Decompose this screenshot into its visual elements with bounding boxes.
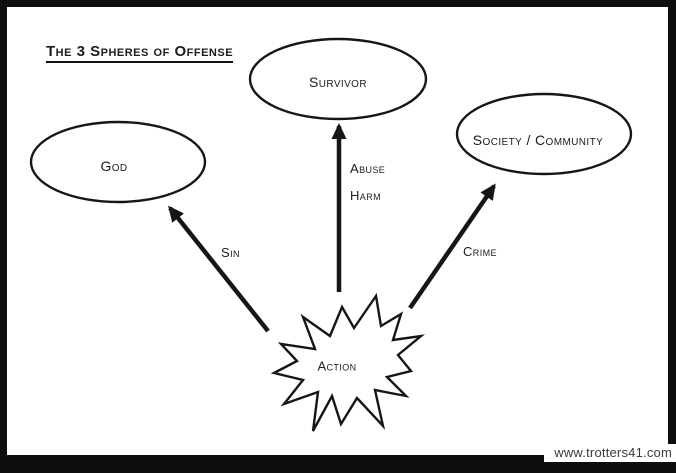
god-ellipse: [29, 120, 207, 204]
edge-label-crime: Crime: [463, 244, 497, 259]
action-starburst: [270, 292, 426, 432]
node-label-god: God: [100, 158, 128, 174]
edge-label-sin: Sin: [221, 245, 240, 260]
page-title: The 3 Spheres of Offense: [46, 44, 234, 63]
society-ellipse: [455, 92, 633, 176]
watermark: www.trotters41.com: [544, 443, 676, 462]
edge-label-abuse: Abuse: [350, 161, 386, 176]
node-label-society: Society / Community: [472, 132, 604, 148]
node-label-survivor: Survivor: [309, 74, 367, 90]
sin-arrow: [168, 205, 270, 333]
edge-label-harm: Harm: [350, 188, 381, 203]
node-label-action: Action: [317, 358, 357, 374]
survivor-ellipse: [248, 37, 428, 121]
crime-arrow: [408, 183, 496, 310]
